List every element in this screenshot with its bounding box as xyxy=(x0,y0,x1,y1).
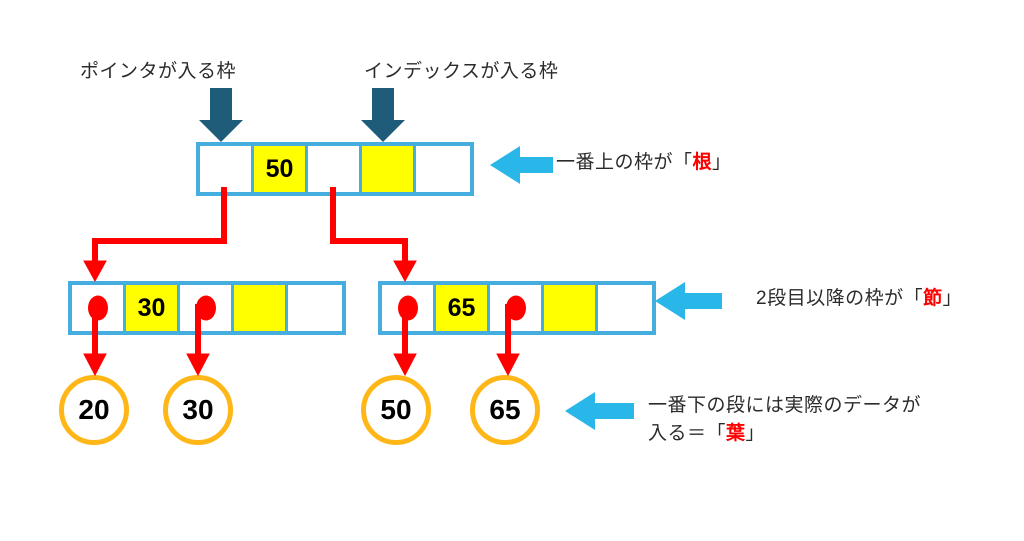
internal-right-cell-4 xyxy=(598,285,652,331)
callout-arrow-leaf-icon xyxy=(565,392,634,430)
leaf-node-30: 30 xyxy=(163,375,233,445)
caption-index-frame: インデックスが入る枠 xyxy=(364,61,559,82)
callout-arrow-root-icon xyxy=(490,146,553,184)
leaf-value: 50 xyxy=(380,394,412,425)
root-node: 50 xyxy=(196,142,474,196)
pointer-dot-icon xyxy=(505,295,526,321)
internal-left-cell-3 xyxy=(234,285,288,331)
label-arrow-index-icon xyxy=(361,88,405,142)
annotation-internal-suffix: 」 xyxy=(942,288,963,309)
annotation-root-highlight: 根 xyxy=(692,152,713,173)
internal-left-cell-1-value: 30 xyxy=(137,293,166,322)
internal-node-left: 30 xyxy=(68,281,346,335)
annotation-root: 一番上の枠が「根」 xyxy=(556,149,732,177)
callout-arrow-internal-icon xyxy=(655,282,722,320)
leaf-value: 65 xyxy=(489,394,521,425)
internal-left-cell-0 xyxy=(72,285,126,331)
root-cell-1-value: 50 xyxy=(265,154,294,183)
leaf-value: 20 xyxy=(78,394,110,425)
internal-left-cell-1: 30 xyxy=(126,285,180,331)
root-cell-2 xyxy=(308,146,362,192)
annotation-leaf-line1: 一番下の段には実際のデータが xyxy=(648,395,922,416)
leaf-node-65: 65 xyxy=(470,375,540,445)
internal-right-cell-2 xyxy=(490,285,544,331)
label-arrow-pointer-icon xyxy=(199,88,243,142)
leaf-node-50: 50 xyxy=(361,375,431,445)
internal-right-cell-0 xyxy=(382,285,436,331)
connector-root-to-left-node xyxy=(83,187,227,283)
annotation-root-prefix: 一番上の枠が「 xyxy=(556,152,693,173)
annotation-leaf-suffix: 」 xyxy=(745,422,766,444)
leaf-value: 30 xyxy=(182,394,214,425)
root-cell-1: 50 xyxy=(254,146,308,192)
annotation-internal-highlight: 節 xyxy=(923,288,943,309)
root-cell-0 xyxy=(200,146,254,192)
leaf-node-20: 20 xyxy=(59,375,129,445)
root-cell-4 xyxy=(416,146,470,192)
internal-right-cell-1-value: 65 xyxy=(447,293,476,322)
connector-root-to-right-node xyxy=(330,187,417,283)
pointer-dot-icon xyxy=(87,295,108,321)
internal-left-cell-4 xyxy=(288,285,342,331)
annotation-leaf-prefix: 入る＝「 xyxy=(648,422,727,444)
annotation-internal-prefix: 2段目以降の枠が「 xyxy=(756,288,924,309)
annotation-root-suffix: 」 xyxy=(712,152,732,173)
internal-right-cell-3 xyxy=(544,285,598,331)
root-cell-3 xyxy=(362,146,416,192)
internal-right-cell-1: 65 xyxy=(436,285,490,331)
annotation-leaf: 一番下の段には実際のデータが 入る＝「葉」 xyxy=(648,392,921,447)
caption-pointer-frame: ポインタが入る枠 xyxy=(80,61,237,82)
internal-left-cell-2 xyxy=(180,285,234,331)
annotation-internal: 2段目以降の枠が「節」 xyxy=(756,285,962,313)
annotation-leaf-highlight: 葉 xyxy=(726,422,746,444)
pointer-dot-icon xyxy=(195,295,216,321)
pointer-dot-icon xyxy=(397,295,418,321)
internal-node-right: 65 xyxy=(378,281,656,335)
